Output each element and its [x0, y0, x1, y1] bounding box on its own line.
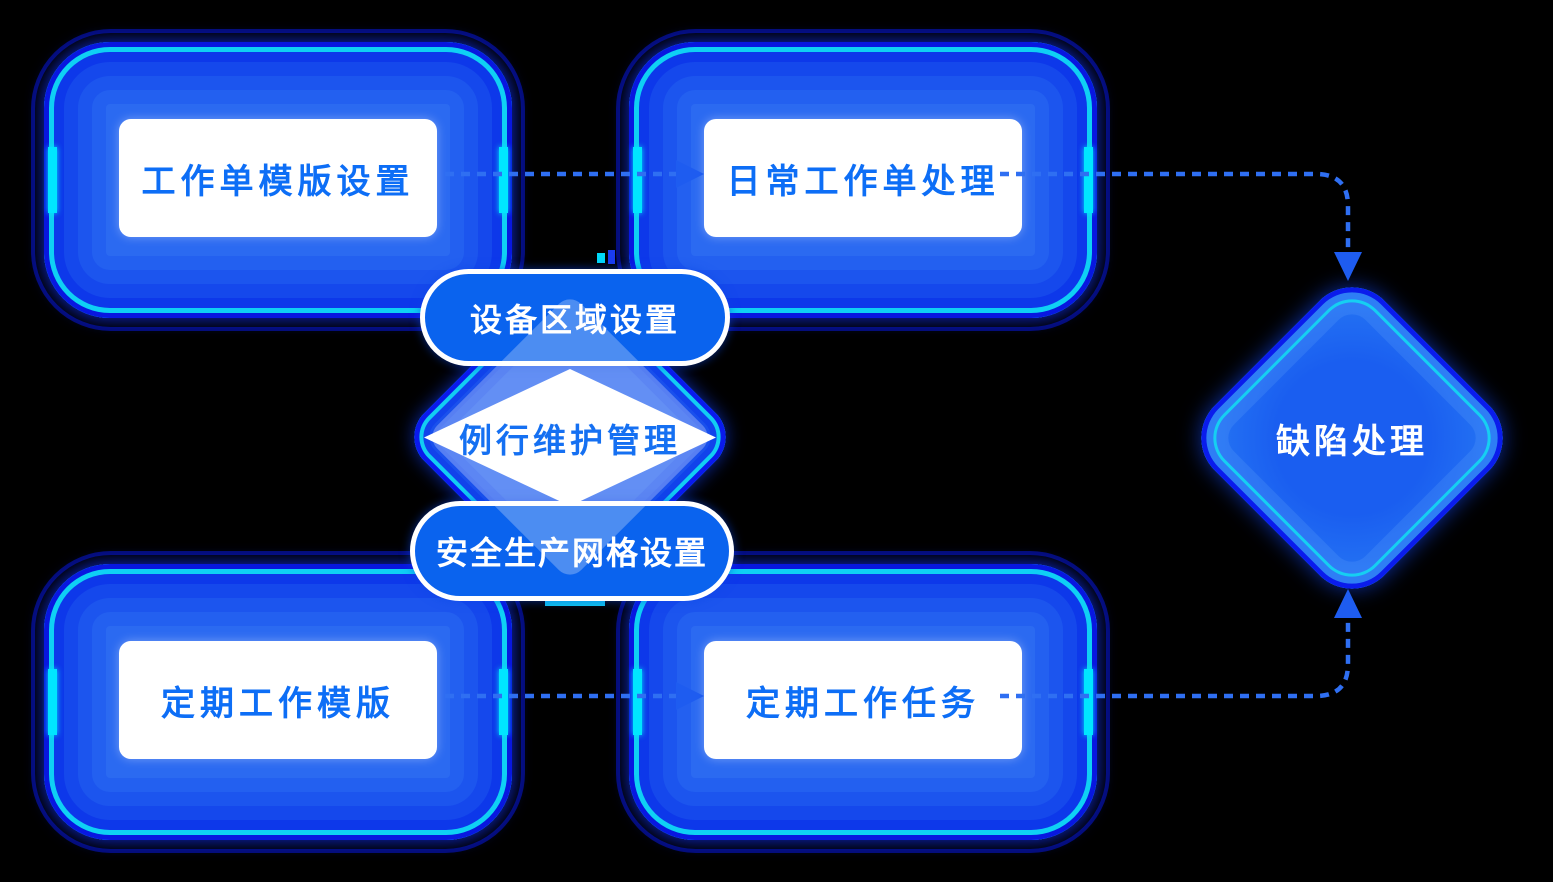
pill-device-area-label: 设备区域设置 [469, 301, 680, 338]
connector-bottomleft-to-bottomright [445, 682, 704, 710]
routine-maintenance-label: 例行维护管理 [459, 421, 681, 459]
node-label: 工作单模版设置 [141, 162, 415, 201]
node-daily-work-order-processing: 日常工作单处理 [616, 29, 1110, 331]
cyan-accent-bar [499, 669, 508, 735]
node-label: 定期工作模版 [161, 684, 395, 723]
cyan-accent-bar [633, 669, 642, 735]
node-card: 定期工作任务 [704, 641, 1022, 759]
cyan-accent-bar [1084, 147, 1093, 213]
node-label: 定期工作任务 [746, 684, 980, 723]
cyan-accent-bar [1084, 669, 1093, 735]
node-card: 定期工作模版 [119, 641, 437, 759]
node-card: 工作单模版设置 [119, 119, 437, 237]
node-work-order-template-settings: 工作单模版设置 [31, 29, 525, 331]
cyan-accent-bar [499, 147, 508, 213]
node-periodic-work-task: 定期工作任务 [616, 551, 1110, 853]
connector-bottomright-to-defect [1000, 589, 1362, 699]
node-label: 日常工作单处理 [726, 162, 1000, 201]
glitch-pixel [608, 250, 615, 264]
connector-topright-to-defect [1000, 171, 1362, 281]
node-card: 日常工作单处理 [704, 119, 1022, 237]
node-periodic-work-template: 定期工作模版 [31, 551, 525, 853]
cyan-accent-bar [48, 147, 57, 213]
connector-topleft-to-topright [445, 160, 704, 188]
cyan-accent-bar [633, 147, 642, 213]
glitch-pixel [597, 253, 605, 263]
glitch-pixel [545, 601, 605, 606]
pill-device-area-settings [420, 269, 730, 366]
cyan-accent-bar [48, 669, 57, 735]
pill-safety-grid-label: 安全生产网格设置 [435, 535, 708, 571]
